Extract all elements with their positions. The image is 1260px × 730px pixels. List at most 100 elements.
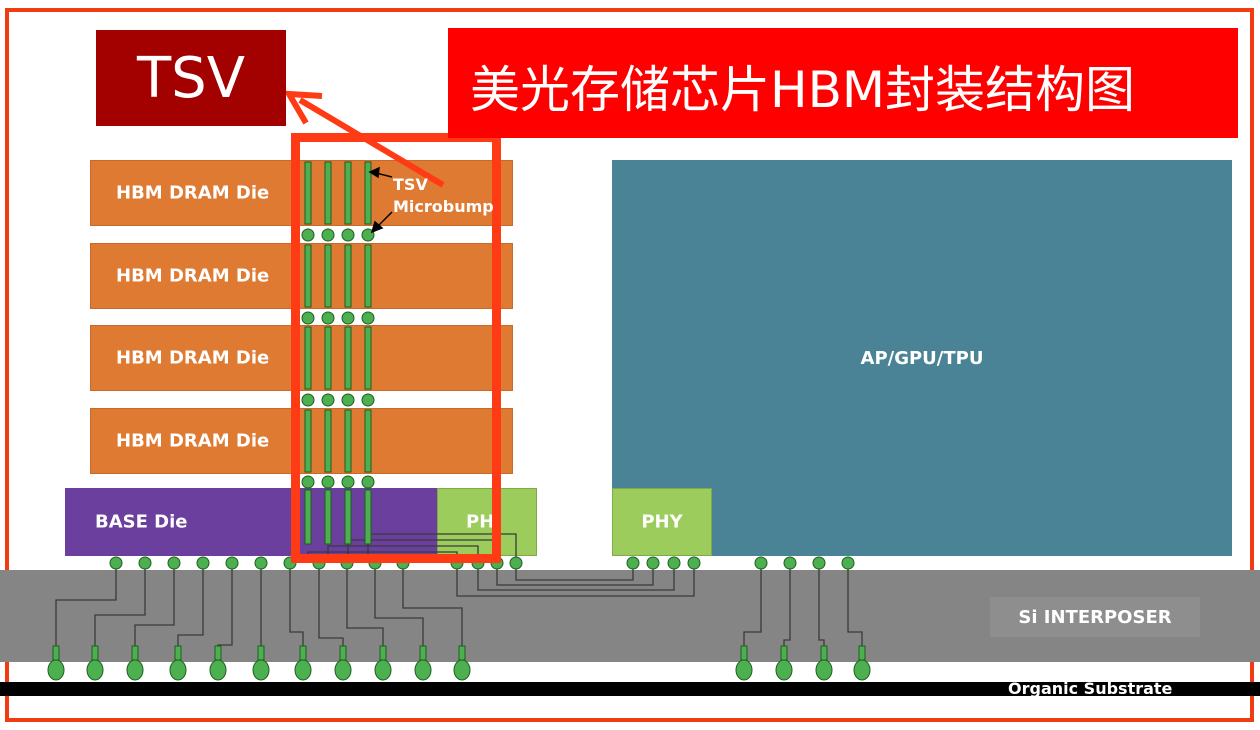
tsv-pillar [324, 326, 332, 390]
interposer-bump [196, 556, 210, 570]
tsv-pillar [344, 489, 352, 545]
tsv-pillar [364, 326, 372, 390]
route-line [289, 565, 304, 655]
substrate-bumps [47, 645, 871, 681]
hbm-dram-die-label: HBM DRAM Die [116, 430, 270, 452]
route-line [55, 565, 117, 655]
route-line [783, 565, 791, 655]
tsv-pillar [304, 161, 312, 225]
microbump [321, 475, 335, 489]
route-line [456, 565, 695, 597]
si-interposer-label-box: Si INTERPOSER [990, 597, 1200, 637]
processor-die: AP/GPU/TPU [612, 160, 1232, 556]
route-line [318, 565, 344, 655]
interposer-bump [138, 556, 152, 570]
si-interposer-label: Si INTERPOSER [1018, 607, 1172, 628]
substrate-bump-stem [174, 645, 182, 661]
substrate-bump [294, 659, 312, 681]
route-line [94, 565, 146, 655]
substrate-bump [252, 659, 270, 681]
microbump [341, 393, 355, 407]
substrate-bump [169, 659, 187, 681]
substrate-bump-stem [257, 645, 265, 661]
title-banner: 美光存储芯片HBM封装结构图 [448, 28, 1238, 138]
diagram-title: 美光存储芯片HBM封装结构图 [470, 61, 1136, 119]
tsv-tag: TSV [96, 30, 286, 126]
tsv-pillar [304, 244, 312, 308]
substrate-bump [853, 659, 871, 681]
microbump [321, 311, 335, 325]
tsv-pillar [324, 244, 332, 308]
microbump [321, 393, 335, 407]
microbump [301, 475, 315, 489]
microbump-pointer-line [376, 211, 393, 228]
phy-right-label: PHY [641, 511, 683, 533]
interposer-bump [225, 556, 239, 570]
tsv-pillar [304, 489, 312, 545]
tsv-pillar [344, 326, 352, 390]
microbump [301, 393, 315, 407]
organic-substrate [0, 682, 1260, 696]
substrate-bump [86, 659, 104, 681]
route-line [515, 565, 634, 581]
interposer-bump [167, 556, 181, 570]
tsv-pillar [364, 489, 372, 545]
microbump [301, 311, 315, 325]
tsv-pillar [324, 161, 332, 225]
tsv-pillar [324, 489, 332, 545]
microbump [361, 393, 375, 407]
route-line [477, 565, 675, 591]
substrate-bump-stem [299, 645, 307, 661]
substrate-bump [775, 659, 793, 681]
interposer-bump [509, 556, 523, 570]
tsv-pillar [304, 326, 312, 390]
microbump-callout-label: Microbump [393, 197, 494, 216]
route-line [496, 565, 654, 586]
interposer-bump [667, 556, 681, 570]
interposer-bump [841, 556, 855, 570]
microbump-pointer-head [370, 220, 384, 234]
microbump [341, 311, 355, 325]
microbump [361, 475, 375, 489]
interposer-bump [754, 556, 768, 570]
organic-substrate-label: Organic Substrate [1008, 679, 1173, 698]
hbm-dram-die-label: HBM DRAM Die [116, 265, 270, 287]
processor-label: AP/GPU/TPU [860, 348, 984, 369]
substrate-bump-stem [820, 645, 828, 661]
phy-block-right: PHY [612, 488, 712, 556]
substrate-bump-stem [52, 645, 60, 661]
tsv-pillar [344, 161, 352, 225]
interposer-bump [687, 556, 701, 570]
microbump [341, 475, 355, 489]
substrate-bump [334, 659, 352, 681]
substrate-bump-stem [458, 645, 466, 661]
tsv-pillars [304, 161, 372, 545]
outer-frame [5, 8, 1254, 722]
substrate-bump-stem [740, 645, 748, 661]
route-line [437, 533, 517, 562]
hbm-dram-die-1: HBM DRAM Die [90, 160, 513, 226]
tsv-pillar [364, 244, 372, 308]
route-line [374, 565, 424, 655]
tsv-pillar [364, 161, 372, 225]
hbm-dram-die-label: HBM DRAM Die [116, 182, 270, 204]
route-line [847, 565, 863, 655]
route-line [134, 565, 175, 655]
hbm-dram-die-label: HBM DRAM Die [116, 347, 270, 369]
substrate-bump-stem [419, 645, 427, 661]
route-line [177, 565, 204, 655]
tsv-pointer-head [368, 166, 380, 179]
tag-arrow-head [283, 90, 323, 125]
substrate-bump-stem [131, 645, 139, 661]
substrate-bump-stem [379, 645, 387, 661]
tsv-highlight-box [291, 133, 501, 563]
interposer-bump [109, 556, 123, 570]
route-line [217, 565, 233, 655]
substrate-bump [735, 659, 753, 681]
tsv-pillar [344, 244, 352, 308]
tsv-tag-label: TSV [136, 46, 246, 111]
substrate-bump [47, 659, 65, 681]
tsv-pointer-arrows [368, 166, 393, 234]
base-die-label: BASE Die [95, 511, 188, 533]
